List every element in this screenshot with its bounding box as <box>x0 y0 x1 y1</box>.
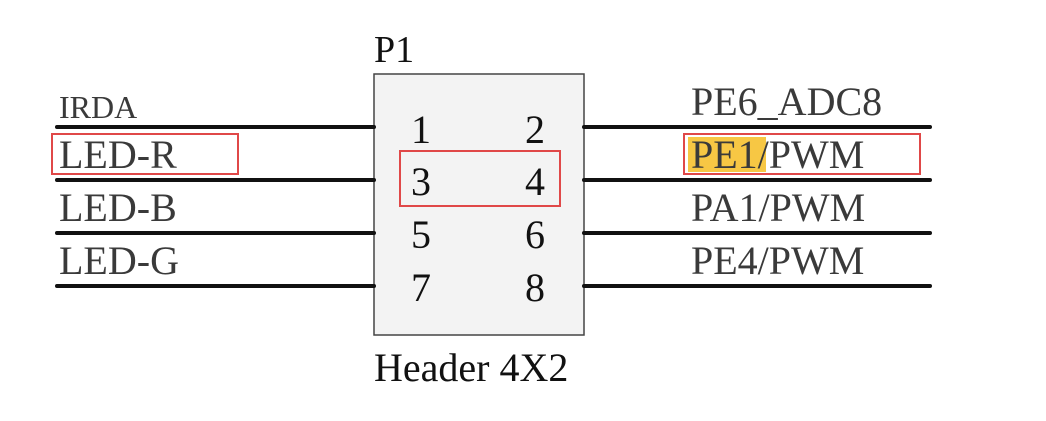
left-wires <box>55 125 376 288</box>
pin-5: 5 <box>411 212 431 257</box>
net-label-pe4-pwm: PE4/PWM <box>691 238 864 283</box>
pin-8: 8 <box>525 265 545 310</box>
net-label-led-b: LED-B <box>59 185 177 230</box>
pe1-pwm-box <box>683 133 921 175</box>
net-label-pa1-pwm: PA1/PWM <box>691 185 865 230</box>
pin-6: 6 <box>525 212 545 257</box>
net-label-irda: IRDA <box>59 89 137 125</box>
pe1-highlight <box>688 137 766 172</box>
net-label-pe6-adc8: PE6_ADC8 <box>691 79 882 124</box>
designator: P1 <box>374 29 414 71</box>
description: Header 4X2 <box>374 345 568 390</box>
led-r-box <box>51 133 239 175</box>
right-wires <box>582 125 932 288</box>
pin-4: 4 <box>525 159 545 204</box>
net-label-led-g: LED-G <box>59 238 179 283</box>
pin-7: 7 <box>411 265 431 310</box>
pin-2: 2 <box>525 107 545 152</box>
pin-numbers: 1 2 3 4 5 6 7 8 <box>411 107 545 310</box>
net-label-pe1-pwm: PE1/PWM <box>691 132 864 177</box>
pins-3-4-box <box>399 150 561 207</box>
header-body <box>373 73 585 336</box>
net-label-led-r: LED-R <box>59 132 177 177</box>
pin-1: 1 <box>411 107 431 152</box>
pin-3: 3 <box>411 159 431 204</box>
